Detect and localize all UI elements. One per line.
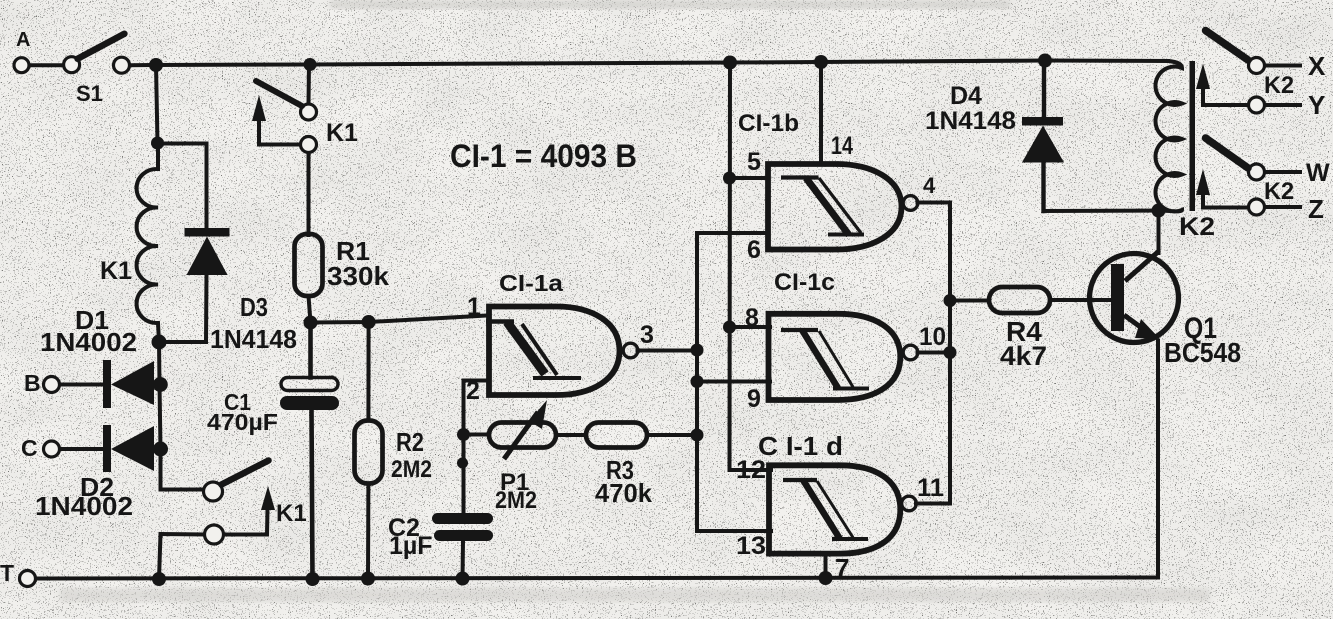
svg-text:B: B [24,370,41,396]
svg-text:9: 9 [747,385,761,413]
svg-text:2M2: 2M2 [391,456,432,483]
svg-text:K1: K1 [276,500,307,527]
svg-text:14: 14 [831,132,853,160]
svg-text:K1: K1 [326,119,358,147]
svg-text:R2: R2 [396,427,424,457]
svg-text:6: 6 [747,236,761,264]
svg-text:12: 12 [736,456,766,484]
svg-text:D1: D1 [75,305,109,335]
svg-text:4k7: 4k7 [1000,341,1047,371]
svg-text:Z: Z [1308,194,1324,224]
svg-text:330k: 330k [327,261,390,291]
svg-text:BC548: BC548 [1164,337,1241,368]
svg-text:D3: D3 [240,292,268,322]
svg-text:13: 13 [736,532,766,560]
svg-text:2: 2 [466,377,480,405]
svg-text:1N4002: 1N4002 [35,491,133,521]
svg-text:CI-1a: CI-1a [499,270,563,296]
svg-text:R1: R1 [336,236,370,266]
svg-text:W: W [1306,159,1330,187]
svg-text:10: 10 [919,323,946,351]
svg-text:1N4002: 1N4002 [40,327,137,357]
svg-text:Q1: Q1 [1184,312,1217,345]
svg-text:D4: D4 [950,82,982,110]
svg-text:1: 1 [467,293,481,321]
svg-text:4: 4 [923,173,936,198]
svg-text:R3: R3 [606,455,634,485]
svg-text:5: 5 [747,148,761,176]
svg-text:A: A [16,29,30,51]
svg-text:P1: P1 [500,469,529,496]
svg-text:Y: Y [1308,90,1325,120]
svg-text:2M2: 2M2 [495,487,537,514]
svg-text:CI-1c: CI-1c [774,269,835,296]
svg-text:CI-1 = 4093 B: CI-1 = 4093 B [450,138,637,174]
svg-text:3: 3 [640,321,654,349]
svg-text:1µF: 1µF [389,532,433,560]
svg-text:1N4148: 1N4148 [210,324,297,354]
svg-text:CI-1b: CI-1b [738,110,799,137]
svg-text:X: X [1308,51,1326,81]
svg-text:T: T [0,560,14,586]
svg-text:470k: 470k [595,478,653,508]
svg-text:K2: K2 [1264,178,1294,205]
svg-text:R4: R4 [1006,316,1042,347]
svg-text:7: 7 [835,553,849,583]
svg-text:C I-1 d: C I-1 d [758,431,843,461]
svg-text:11: 11 [917,474,944,502]
svg-text:D2: D2 [80,472,114,502]
svg-text:C1: C1 [224,389,251,415]
svg-text:470µF: 470µF [207,409,278,435]
svg-text:K1: K1 [100,257,132,285]
svg-text:C2: C2 [388,514,420,542]
svg-text:1N4148: 1N4148 [925,107,1016,135]
svg-text:C: C [21,435,38,461]
svg-text:K2: K2 [1179,213,1215,241]
svg-text:8: 8 [745,304,759,332]
svg-text:S1: S1 [76,81,103,106]
svg-text:K2: K2 [1264,72,1294,99]
